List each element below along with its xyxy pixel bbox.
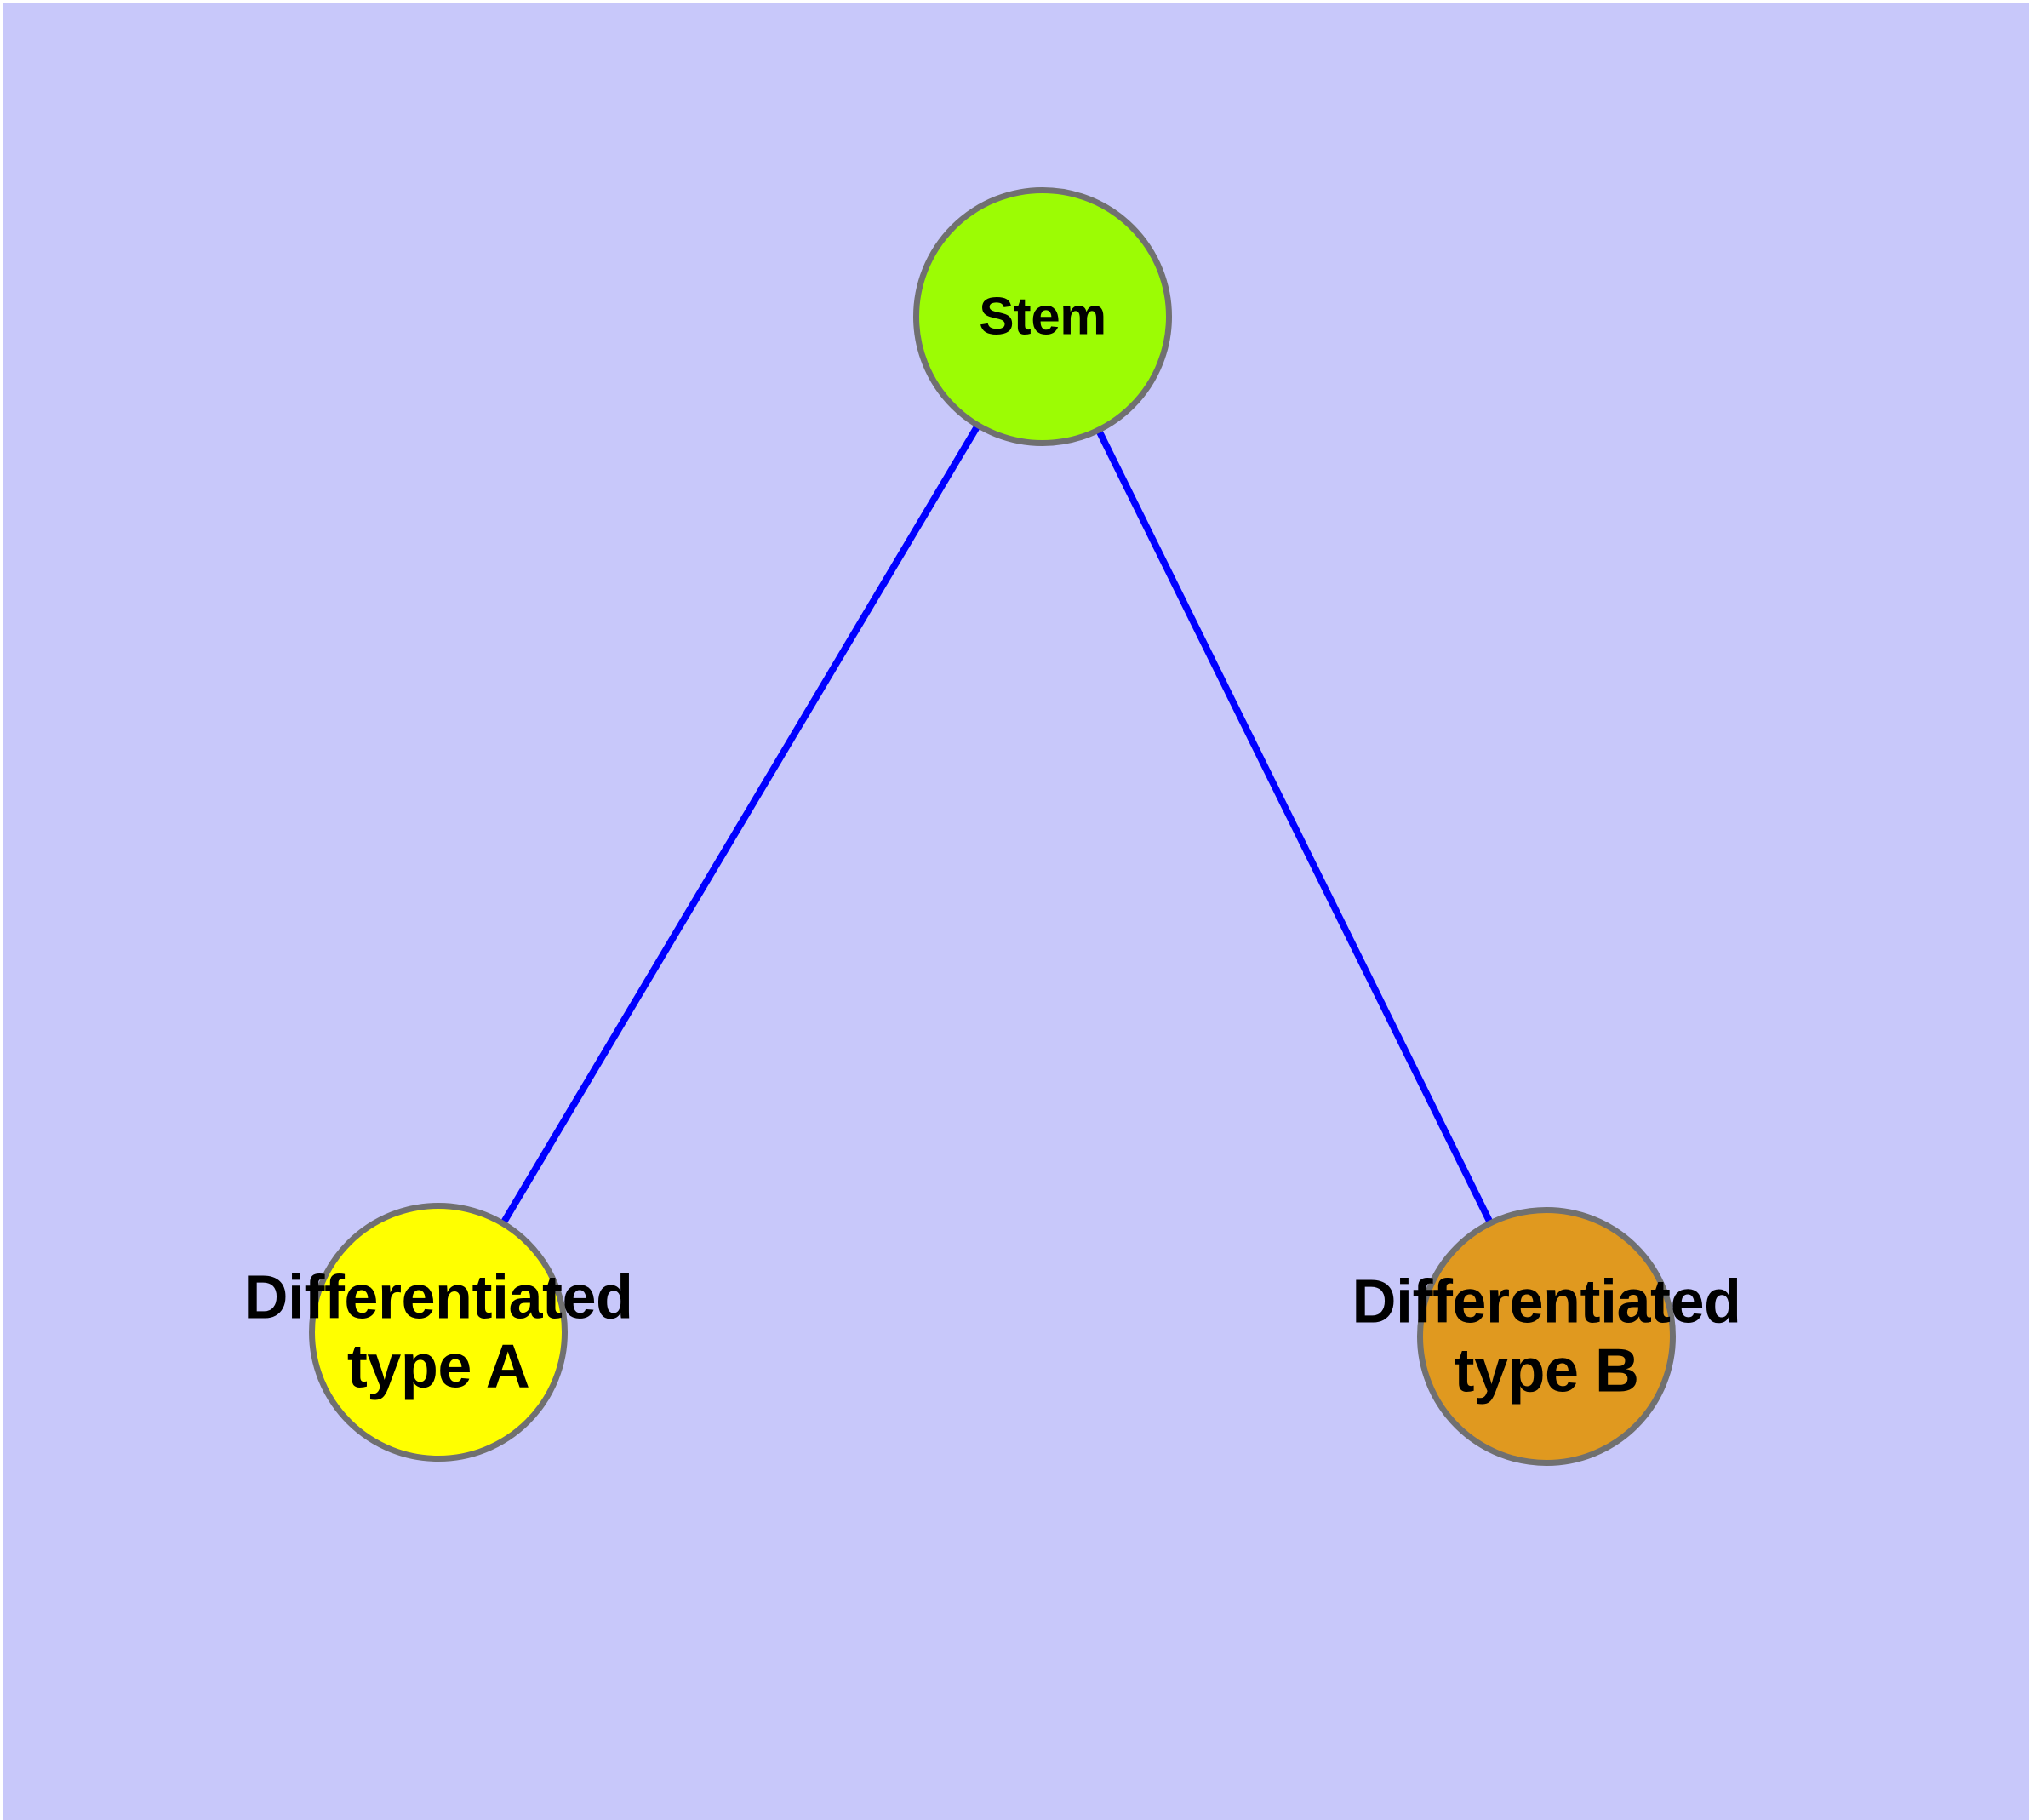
- node-differentiated-type-a[interactable]: [309, 1203, 568, 1462]
- node-stem[interactable]: [913, 187, 1172, 446]
- edge-stem-to-differentiated-type-b[interactable]: [1039, 315, 1550, 1338]
- edge-stem-to-differentiated-type-a[interactable]: [435, 314, 1046, 1335]
- node-layer: [309, 187, 1676, 1466]
- edge-layer: [435, 314, 1550, 1338]
- node-differentiated-type-b[interactable]: [1417, 1207, 1676, 1466]
